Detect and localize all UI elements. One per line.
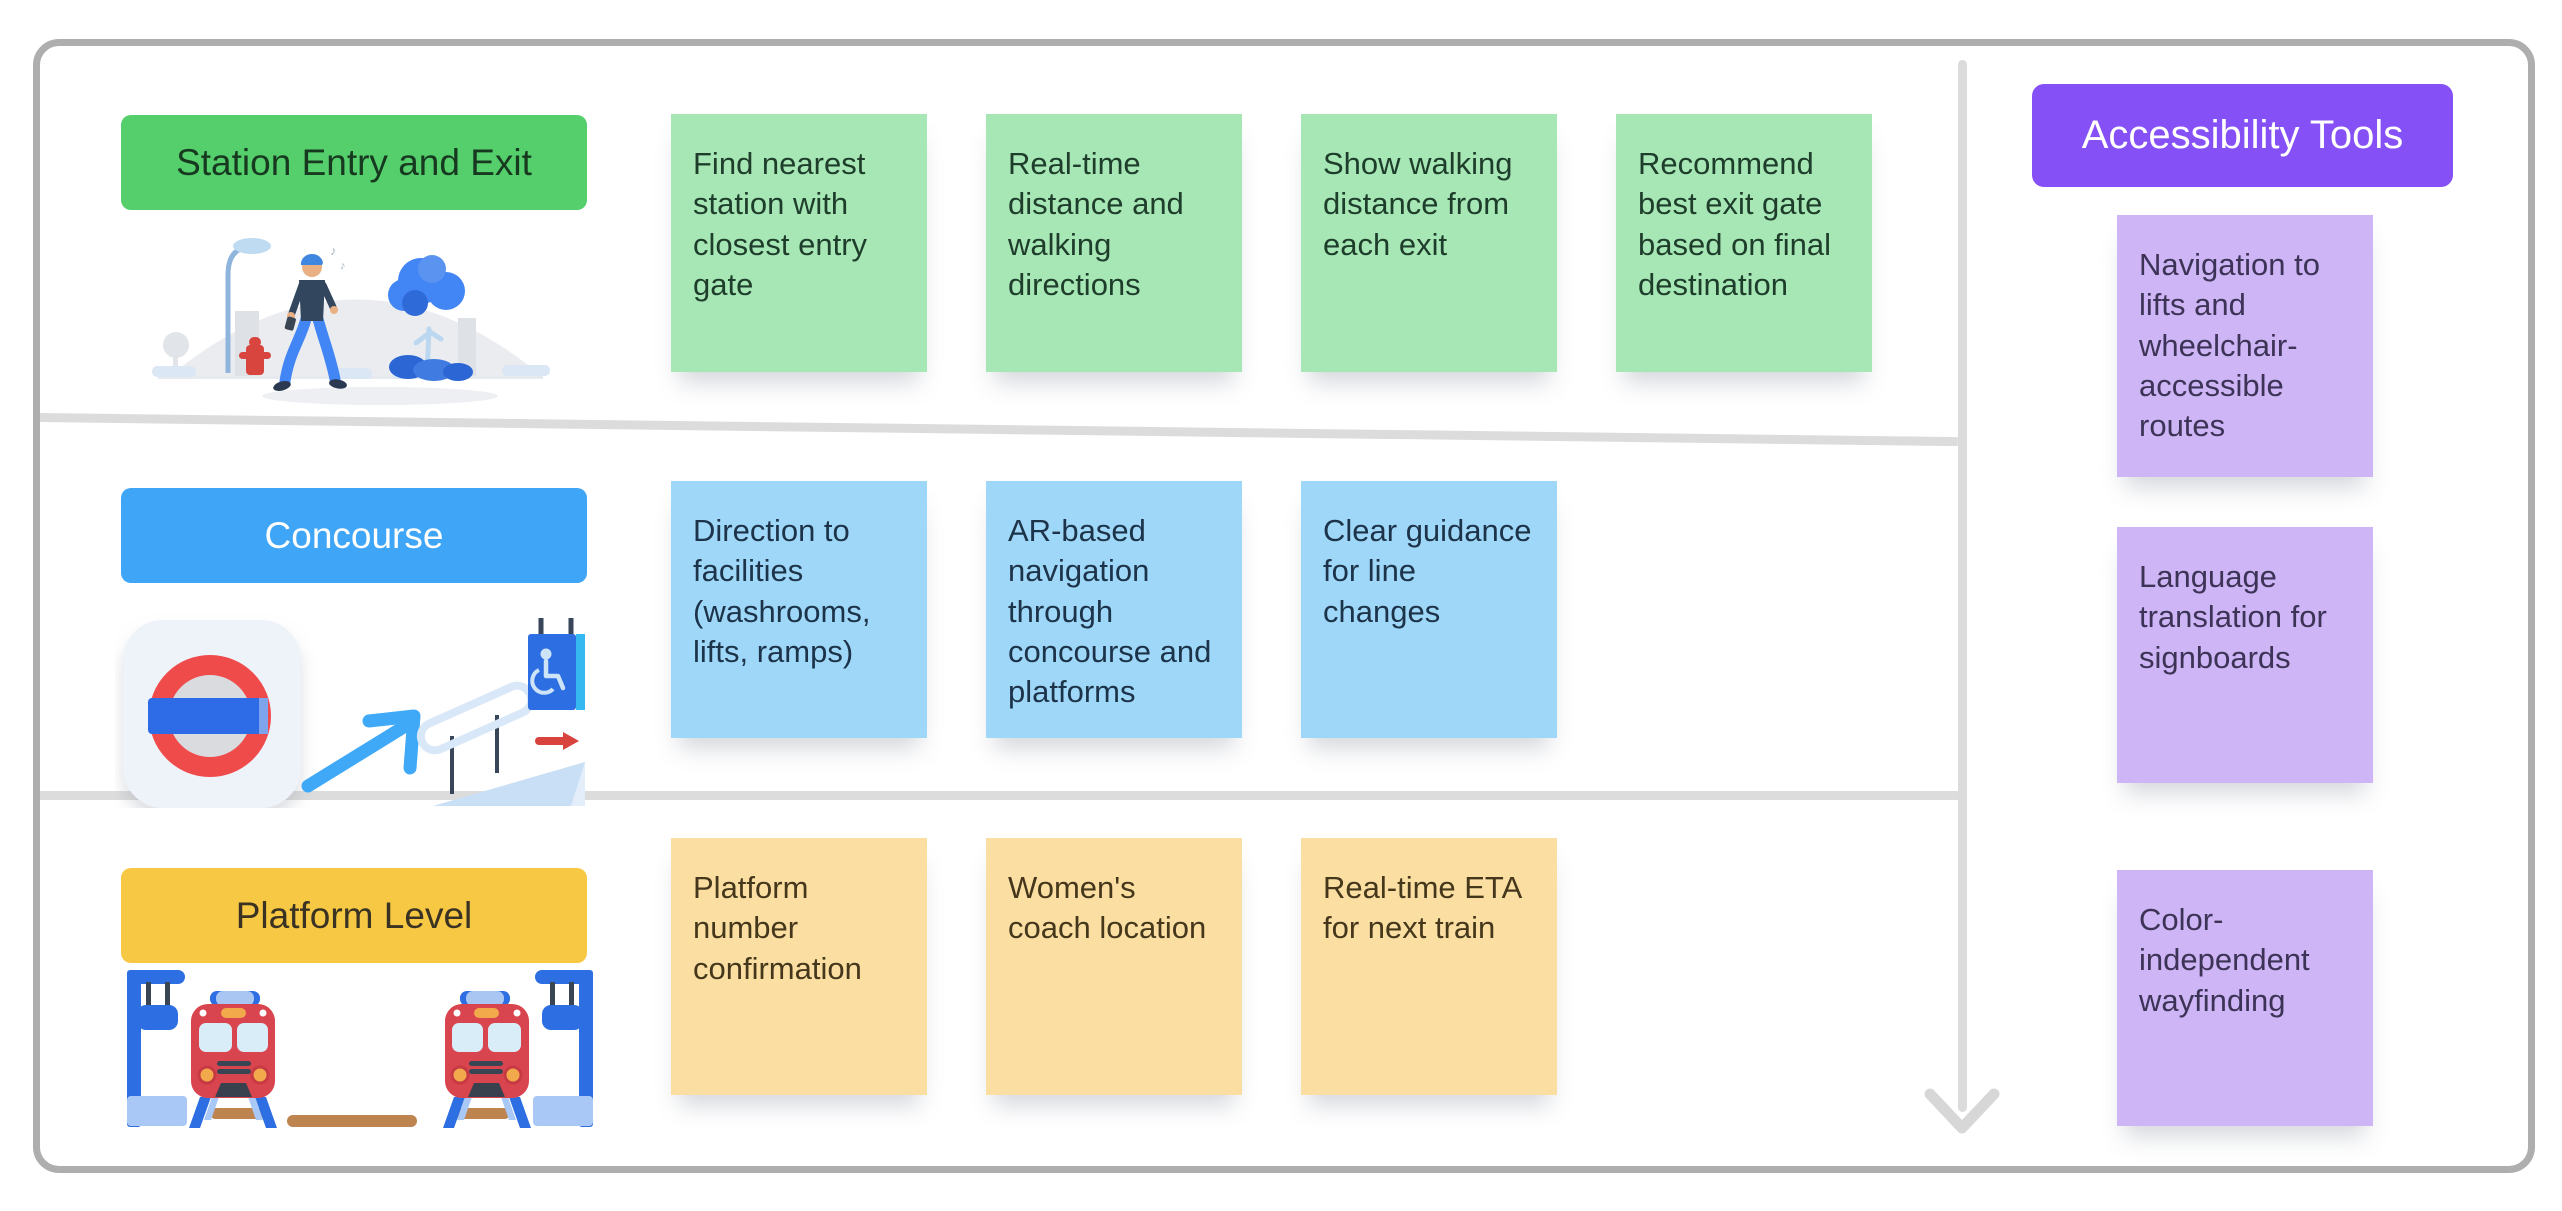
sticky-note-text: Platform number confirmation — [693, 870, 862, 986]
sticky-note-text: Show walking distance from each exit — [1323, 146, 1513, 262]
lamp-post-icon — [225, 238, 271, 373]
bushes-icon — [389, 355, 473, 381]
sticky-note-text: Direction to facilities (washrooms, lift… — [693, 513, 871, 669]
side-panel-header-label: Accessibility Tools — [2081, 113, 2404, 157]
sticky-note-text: AR-based navigation through concourse an… — [1008, 513, 1212, 710]
sticky-note[interactable]: Language translation for signboards — [2117, 527, 2373, 783]
wheelchair-sign-icon — [528, 618, 585, 710]
vertical-section-divider — [1958, 60, 1967, 1112]
row-header-concourse[interactable]: Concourse — [121, 488, 587, 583]
sticky-note-text: Clear guidance for line changes — [1323, 513, 1532, 629]
station-entry-illustration: ♪ ♪ — [152, 238, 550, 405]
row-divider-2 — [40, 791, 1958, 800]
sticky-note[interactable]: Navigation to lifts and wheelchair-acces… — [2117, 215, 2373, 477]
sticky-note[interactable]: Find nearest station with closest entry … — [671, 114, 927, 372]
platform-level-illustration — [127, 968, 595, 1130]
down-arrow-icon — [1924, 1088, 2000, 1134]
row-header-platform-level[interactable]: Platform Level — [121, 868, 587, 963]
row-header-label: Platform Level — [235, 894, 473, 936]
sticky-note[interactable]: Color-independent wayfinding — [2117, 870, 2373, 1126]
sticky-note[interactable]: Clear guidance for line changes — [1301, 481, 1557, 738]
sticky-note-text: Real-time distance and walking direction… — [1008, 146, 1184, 302]
walking-person-icon: ♪ ♪ — [273, 243, 347, 391]
sticky-note-text: Color-independent wayfinding — [2139, 902, 2310, 1018]
side-panel-header-accessibility-tools[interactable]: Accessibility Tools — [2032, 84, 2453, 187]
sticky-note-text: Real-time ETA for next train — [1323, 870, 1521, 946]
sticky-note[interactable]: AR-based navigation through concourse an… — [986, 481, 1242, 738]
up-right-arrow-icon — [301, 709, 421, 793]
sticky-note[interactable]: Recommend best exit gate based on final … — [1616, 114, 1872, 372]
sticky-note[interactable]: Show walking distance from each exit — [1301, 114, 1557, 372]
fire-hydrant-icon — [239, 337, 271, 375]
sticky-note[interactable]: Real-time ETA for next train — [1301, 838, 1557, 1095]
sticky-note[interactable]: Real-time distance and walking direction… — [986, 114, 1242, 372]
row-header-label: Station Entry and Exit — [176, 141, 532, 183]
concourse-illustration — [123, 618, 585, 808]
sticky-note[interactable]: Platform number confirmation — [671, 838, 927, 1095]
rail-tie — [287, 1115, 417, 1127]
sticky-note-text: Navigation to lifts and wheelchair-acces… — [2139, 247, 2320, 444]
sticky-note-text: Recommend best exit gate based on final … — [1638, 146, 1832, 302]
row-header-station-entry-and-exit[interactable]: Station Entry and Exit — [121, 115, 587, 210]
sticky-note-text: Find nearest station with closest entry … — [693, 146, 868, 302]
svg-text:♪: ♪ — [330, 243, 337, 258]
right-arrow-icon — [535, 732, 579, 750]
sticky-note[interactable]: Direction to facilities (washrooms, lift… — [671, 481, 927, 738]
sticky-note[interactable]: Women's coach location — [986, 838, 1242, 1095]
row-header-label: Concourse — [264, 514, 444, 556]
sticky-note-text: Language translation for signboards — [2139, 559, 2327, 675]
sticky-note-text: Women's coach location — [1008, 870, 1207, 946]
svg-text:♪: ♪ — [340, 260, 346, 272]
underground-roundel-icon — [123, 620, 301, 808]
train-icon — [127, 970, 277, 1128]
